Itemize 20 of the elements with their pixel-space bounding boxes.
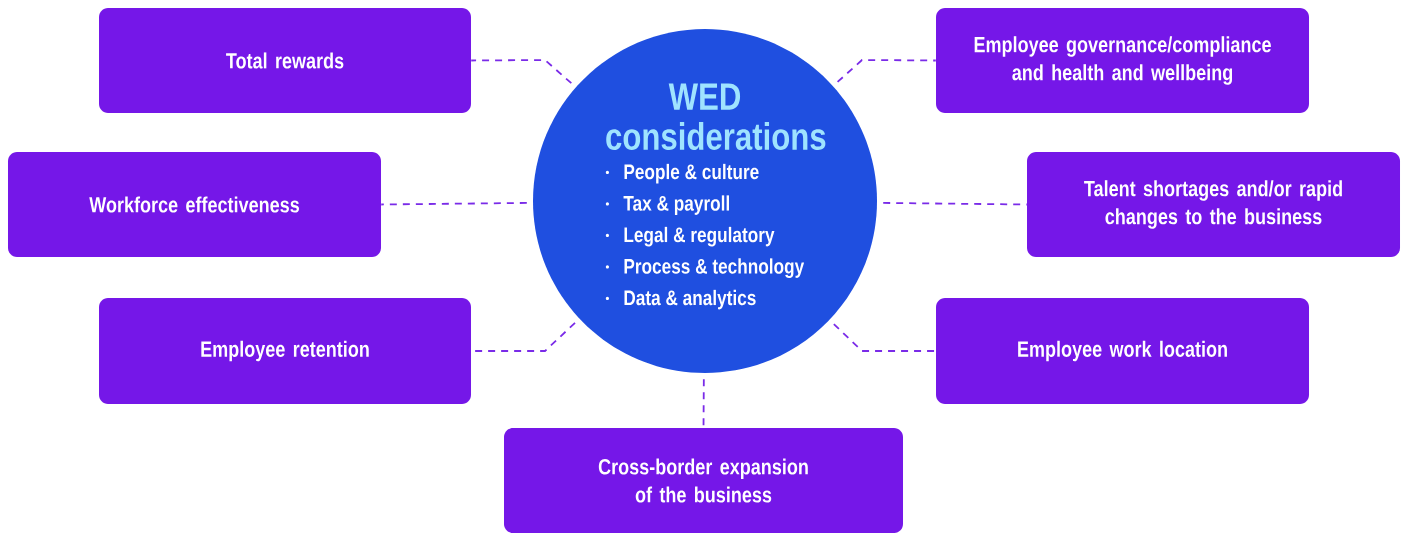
node-label: Process & technology xyxy=(624,258,805,279)
connector-line xyxy=(470,59,573,85)
node-label: WED considerations xyxy=(606,83,826,151)
node-label: Legal & regulatory xyxy=(624,226,775,247)
connector-line xyxy=(832,323,937,352)
node-label: Tax & payroll xyxy=(623,195,729,215)
connector-line xyxy=(882,202,1028,206)
text-box: Employee governance/compliance and health and wellbeing xyxy=(936,8,1309,113)
text-box: Employee retention xyxy=(99,298,471,404)
node-label: Data & analytics xyxy=(624,289,756,310)
text-box: Employee work location xyxy=(936,298,1309,404)
topic-circle xyxy=(533,29,877,373)
node-label: People & culture xyxy=(624,163,759,184)
text-box: Cross-border expansion of the business xyxy=(504,428,903,533)
circle-text: WED considerations People & culture Tax & payroll Legal & regulatory Process & technology Data & analytics xyxy=(605,83,826,310)
text-box: Talent shortages and/or rapid changes to the business xyxy=(1027,152,1400,257)
connector-line xyxy=(380,202,528,206)
text-box: Total rewards xyxy=(99,8,471,113)
text-box: Workforce effectiveness xyxy=(8,152,381,257)
connector-line xyxy=(836,59,937,83)
